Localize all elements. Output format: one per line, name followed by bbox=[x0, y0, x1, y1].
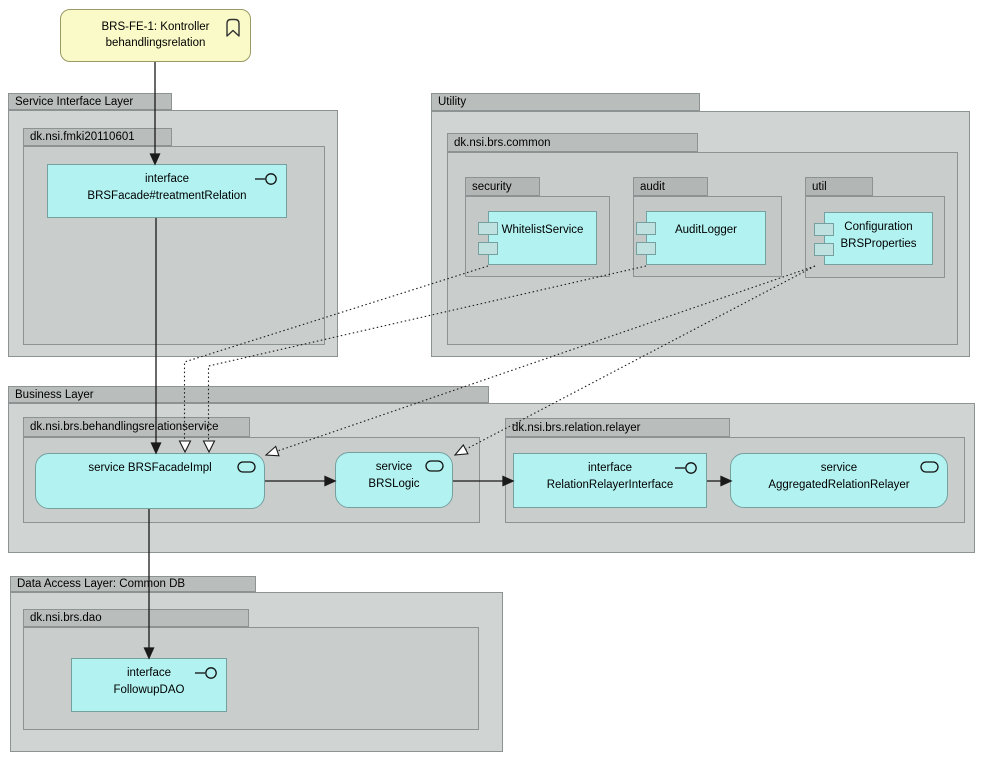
service-capsule-icon bbox=[425, 460, 444, 472]
package-tab-security[interactable]: security bbox=[465, 177, 540, 196]
component-name-line2: BRSProperties bbox=[840, 238, 917, 250]
package-tab-service-interface-layer[interactable]: Service Interface Layer bbox=[8, 93, 172, 110]
component-brsfacade-treatmentrelation[interactable]: interface BRSFacade#treatmentRelation bbox=[47, 164, 287, 218]
component-followupdao[interactable]: interface FollowupDAO bbox=[71, 658, 227, 712]
package-tab-data-access-layer[interactable]: Data Access Layer: Common DB bbox=[10, 576, 256, 592]
component-port-icon bbox=[814, 243, 834, 256]
note-title-line2: behandlingsrelation bbox=[105, 37, 206, 49]
package-tab-utility[interactable]: Utility bbox=[431, 93, 700, 111]
package-label: dk.nsi.brs.dao bbox=[30, 612, 102, 624]
interface-lollipop-icon bbox=[675, 462, 697, 474]
component-port-icon bbox=[478, 222, 498, 235]
component-name: FollowupDAO bbox=[113, 684, 185, 696]
component-name: AuditLogger bbox=[674, 224, 738, 236]
package-label: Service Interface Layer bbox=[15, 95, 134, 108]
package-tab-dk-nsi-brs-relation-relayer[interactable]: dk.nsi.brs.relation.relayer bbox=[505, 418, 730, 437]
package-label: dk.nsi.brs.behandlingsrelationservice bbox=[30, 421, 219, 433]
component-stereotype: interface bbox=[144, 173, 190, 185]
component-brsfacadeimpl[interactable]: service BRSFacadeImpl bbox=[35, 453, 265, 509]
note-title-line1: BRS-FE-1: Kontroller bbox=[101, 21, 210, 33]
component-name: AggregatedRelationRelayer bbox=[768, 479, 910, 491]
package-label: audit bbox=[640, 180, 665, 193]
component-auditlogger[interactable]: AuditLogger bbox=[636, 211, 766, 265]
component-aggregatedrelationrelayer[interactable]: service AggregatedRelationRelayer bbox=[730, 453, 948, 508]
component-whitelistservice[interactable]: WhitelistService bbox=[478, 211, 597, 265]
package-tab-dk-nsi-brs-common[interactable]: dk.nsi.brs.common bbox=[447, 133, 698, 152]
requirement-note[interactable]: BRS-FE-1: Kontroller behandlingsrelation bbox=[60, 9, 251, 62]
component-port-icon bbox=[636, 242, 656, 255]
component-name: BRSLogic bbox=[368, 478, 420, 490]
component-brslogic[interactable]: service BRSLogic bbox=[335, 452, 453, 508]
component-name: WhitelistService bbox=[501, 224, 584, 236]
interface-lollipop-icon bbox=[195, 667, 217, 679]
package-label: dk.nsi.fmki20110601 bbox=[30, 131, 135, 143]
interface-lollipop-icon bbox=[255, 173, 277, 185]
component-stereotype: interface bbox=[587, 462, 633, 474]
package-tab-dk-nsi-fmki20110601[interactable]: dk.nsi.fmki20110601 bbox=[23, 128, 172, 146]
package-label: Business Layer bbox=[15, 388, 94, 401]
component-relationrelayerinterface[interactable]: interface RelationRelayerInterface bbox=[513, 453, 707, 508]
component-port-icon bbox=[478, 242, 498, 255]
package-tab-dk-nsi-brs-dao[interactable]: dk.nsi.brs.dao bbox=[23, 609, 249, 627]
package-label: security bbox=[472, 180, 512, 193]
package-label: dk.nsi.brs.relation.relayer bbox=[512, 421, 641, 434]
component-stereotype: service bbox=[820, 462, 858, 474]
component-name: BRSFacade#treatmentRelation bbox=[87, 190, 247, 202]
service-capsule-icon bbox=[237, 461, 256, 473]
component-name: RelationRelayerInterface bbox=[546, 479, 674, 491]
package-label: Utility bbox=[438, 96, 467, 108]
package-label: Data Access Layer: Common DB bbox=[17, 578, 186, 590]
component-stereotype: service bbox=[375, 461, 413, 473]
component-name-line1: Configuration bbox=[844, 221, 913, 233]
bookmark-icon bbox=[226, 18, 240, 37]
component-port-icon bbox=[636, 222, 656, 235]
component-stereotype: interface bbox=[126, 667, 172, 679]
package-label: dk.nsi.brs.common bbox=[454, 136, 551, 149]
package-label: util bbox=[812, 180, 827, 193]
component-configuration-brsproperties[interactable]: Configuration BRSProperties bbox=[814, 212, 933, 265]
package-tab-util[interactable]: util bbox=[805, 177, 873, 196]
component-name: service BRSFacadeImpl bbox=[88, 462, 212, 474]
package-tab-audit[interactable]: audit bbox=[633, 177, 708, 196]
package-tab-business-layer[interactable]: Business Layer bbox=[8, 386, 489, 403]
service-capsule-icon bbox=[920, 461, 939, 473]
package-tab-dk-nsi-brs-behandlingsrelationservice[interactable]: dk.nsi.brs.behandlingsrelationservice bbox=[23, 417, 250, 437]
component-port-icon bbox=[814, 223, 834, 236]
